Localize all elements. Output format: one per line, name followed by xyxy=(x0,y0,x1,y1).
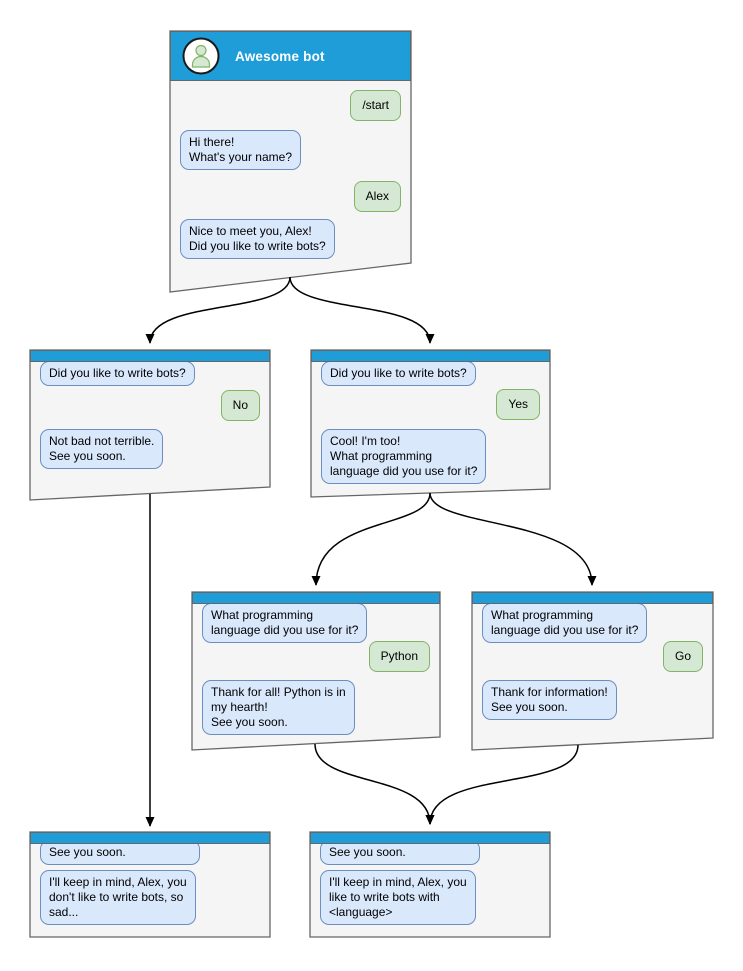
bot-message-go-reply: Thank for information! See you soon. xyxy=(482,680,617,720)
chat-header-bar xyxy=(310,832,550,844)
bot-message-question-echo: Did you like to write bots? xyxy=(40,361,195,386)
bot-message-language-question: What programming language did you use fo… xyxy=(202,603,368,643)
bot-message-yes-reply: Cool! I'm too! What programming language… xyxy=(321,429,487,484)
bot-title: Awesome bot xyxy=(235,48,325,64)
chat-window-branch-no: Did you like to write bots? No Not bad n… xyxy=(30,350,270,500)
connector-go-to-end-yes xyxy=(425,744,579,825)
user-message-python: Python xyxy=(368,641,430,672)
chat-window-end-yes: See you soon. I'll keep in mind, Alex, y… xyxy=(310,832,550,937)
bot-message-greeting: Hi there! What's your name? xyxy=(180,130,302,170)
bot-message-ask-write-bots: Nice to meet you, Alex! Did you like to … xyxy=(180,219,335,259)
chat-window-branch-python: What programming language did you use fo… xyxy=(192,592,440,750)
bot-message-summary-yes: I'll keep in mind, Alex, you like to wri… xyxy=(320,870,476,925)
chat-header-bar xyxy=(30,350,270,362)
chat-header-bar xyxy=(192,592,440,604)
user-message-go: Go xyxy=(662,641,703,672)
chat-window-branch-go: What programming language did you use fo… xyxy=(472,592,713,750)
chat-header-bar xyxy=(30,832,270,844)
bot-avatar-icon xyxy=(182,37,220,75)
chat-window-end-no: See you soon. I'll keep in mind, Alex, y… xyxy=(30,832,270,937)
user-message-start: /start xyxy=(350,90,401,121)
chat-window-branch-yes: Did you like to write bots? Yes Cool! I'… xyxy=(311,350,550,497)
user-message-name: Alex xyxy=(353,181,401,212)
bot-message-python-reply: Thank for all! Python is in my hearth! S… xyxy=(202,680,355,735)
connector-yes-to-go xyxy=(429,492,597,586)
chat-header-bar xyxy=(311,350,550,362)
connector-yes-to-python xyxy=(311,492,431,586)
bot-message-summary-no: I'll keep in mind, Alex, you don't like … xyxy=(40,870,196,925)
connector-python-to-end-yes xyxy=(314,743,435,825)
bot-message-language-question: What programming language did you use fo… xyxy=(482,603,648,643)
user-message-yes: Yes xyxy=(496,389,540,420)
chat-window-awesome-bot: Awesome bot /start Hi there! What's your… xyxy=(170,31,411,292)
bot-message-question-echo: Did you like to write bots? xyxy=(321,361,476,386)
user-message-no: No xyxy=(220,390,260,421)
chat-header-bar xyxy=(472,592,713,604)
bot-message-no-reply: Not bad not terrible. See you soon. xyxy=(40,429,164,469)
chat-header-bar: Awesome bot xyxy=(170,31,411,81)
